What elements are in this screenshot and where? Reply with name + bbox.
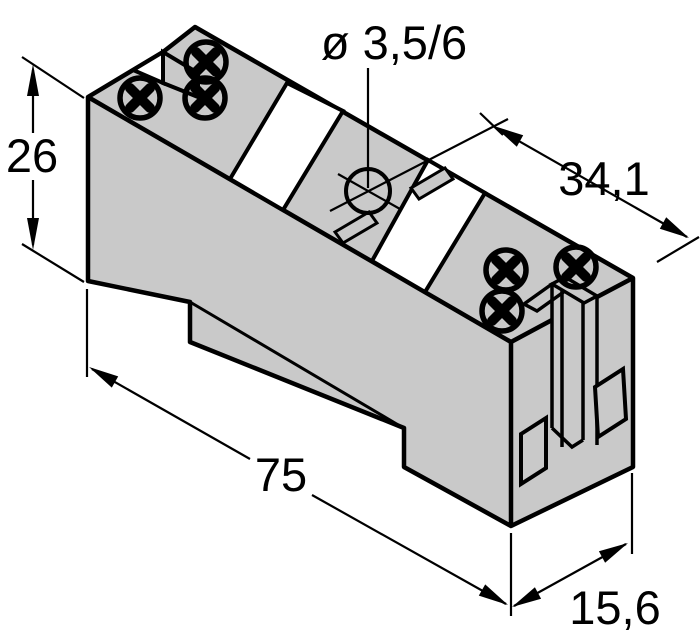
arrowhead [494, 126, 524, 147]
screw-icon [479, 288, 525, 334]
length-label: 75 [255, 448, 307, 501]
arrowhead [27, 218, 39, 250]
screw-icon [183, 39, 229, 85]
dimension-line [495, 127, 688, 238]
dimension-depth-top: 34,1 [329, 112, 700, 263]
screw-icon [553, 244, 599, 290]
terminal-window-icon [592, 365, 629, 441]
arrowhead [27, 64, 39, 96]
extension-tick [21, 56, 85, 283]
arrowhead [598, 543, 628, 563]
depth-top-label: 34,1 [558, 152, 649, 205]
top-face-front-edge [86, 95, 513, 344]
extension-line [85, 289, 513, 616]
dimension-rail-width: 15,6 [512, 473, 661, 634]
screw-icon [182, 75, 228, 121]
label-band-right [369, 157, 488, 295]
ejector-channel [519, 274, 629, 488]
dimension-line [91, 368, 507, 605]
dimension-hole: ø 3,5/6 [321, 16, 467, 188]
screw-icon [117, 75, 163, 121]
label-band-left [227, 80, 346, 213]
dimension-height: 26 [6, 56, 85, 283]
vent-slot-icon [332, 210, 380, 245]
terminal-window-icon [519, 414, 548, 488]
arrowhead [478, 584, 508, 605]
foot-chamfer-edge [189, 300, 401, 428]
right-face-top-edge [509, 276, 635, 344]
vent-slot-icon [408, 166, 456, 201]
rail-width-label: 15,6 [569, 581, 660, 634]
socket-body [85, 24, 636, 529]
extension-line [329, 112, 700, 263]
channel-wall-edges [550, 284, 599, 447]
height-label: 26 [6, 129, 58, 182]
channel-floor [550, 426, 584, 450]
hole-diameter-label: ø 3,5/6 [321, 16, 467, 69]
dimension-length: 75 [85, 289, 513, 616]
arrowhead [659, 217, 689, 238]
arrowhead [89, 367, 119, 388]
terminal-screws [117, 39, 599, 334]
arrowhead [512, 587, 542, 607]
body-silhouette [85, 24, 636, 529]
